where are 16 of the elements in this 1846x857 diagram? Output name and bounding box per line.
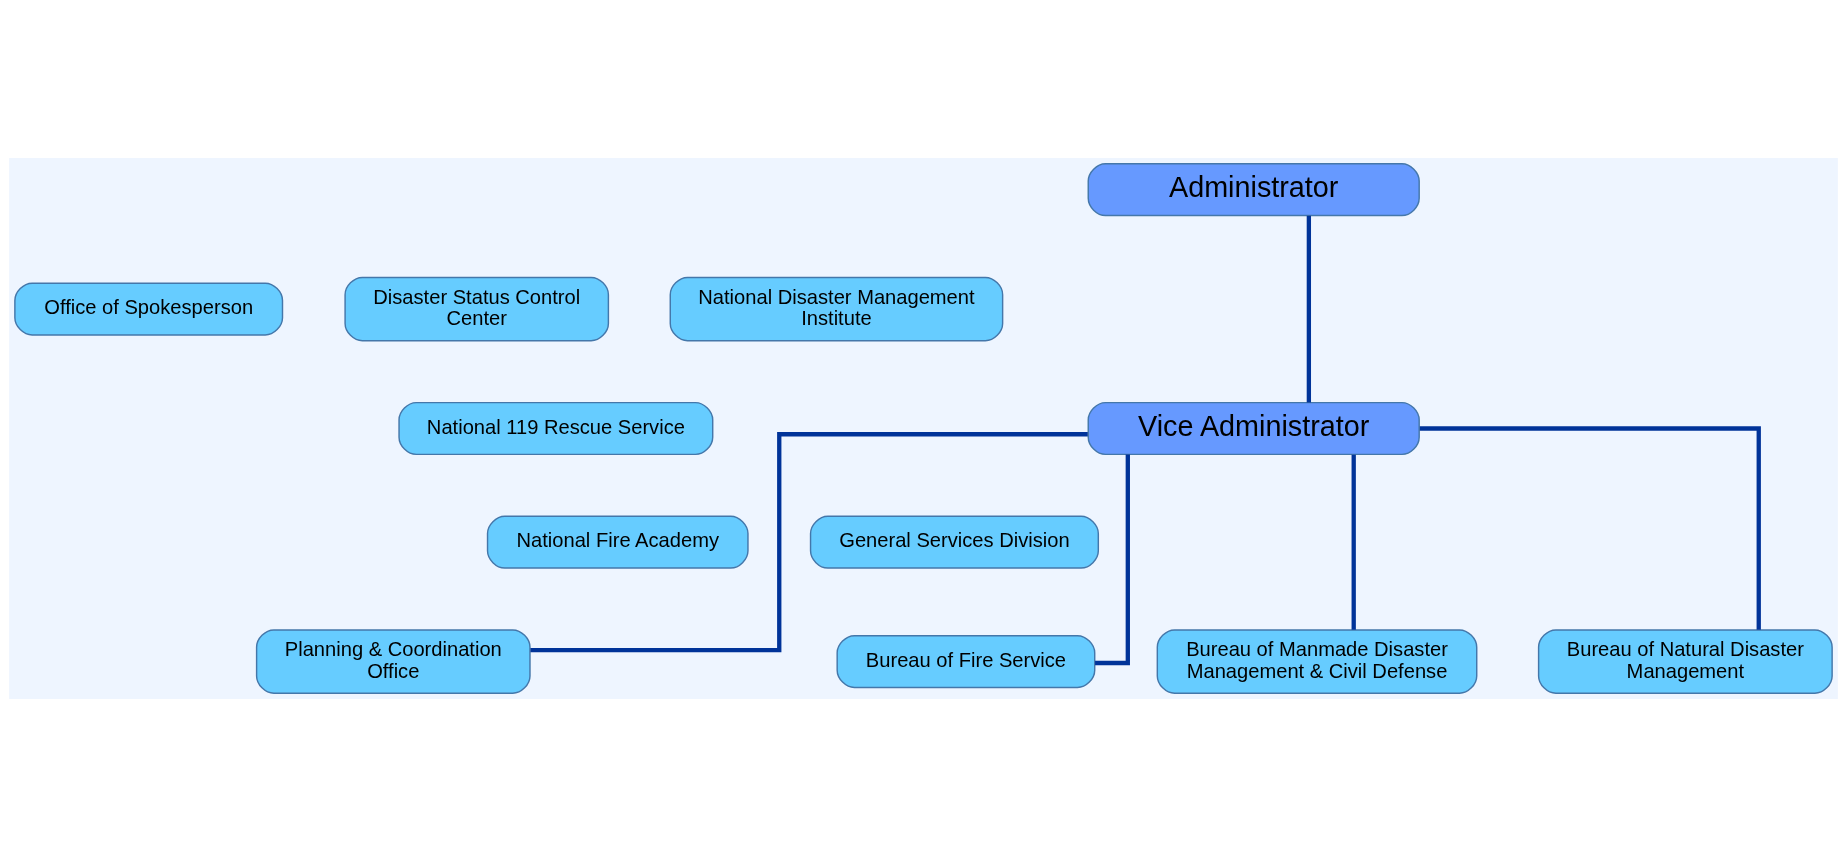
connector <box>529 432 1088 653</box>
node-box: Disaster Status Control Center <box>343 276 609 342</box>
node-box: Bureau of Manmade Disaster Management & Civil Defense <box>1156 629 1477 694</box>
node-box: Bureau of Natural Disaster Management <box>1537 629 1833 694</box>
connector <box>1419 426 1761 630</box>
connector <box>1351 454 1356 630</box>
node-box: Office of Spokesperson <box>13 282 283 336</box>
node-box: Bureau of Fire Service <box>835 634 1095 689</box>
node-box: National 119 Rescue Service <box>397 401 713 456</box>
node-box: General Services Division <box>809 515 1099 569</box>
node-box: Vice Administrator <box>1087 401 1420 456</box>
node-box: National Fire Academy <box>486 515 749 569</box>
connector <box>1306 215 1311 403</box>
node-box: Administrator <box>1087 163 1420 217</box>
node-box: Planning & Coordination Office <box>255 629 531 694</box>
node-box: National Disaster Management Institute <box>669 276 1003 342</box>
